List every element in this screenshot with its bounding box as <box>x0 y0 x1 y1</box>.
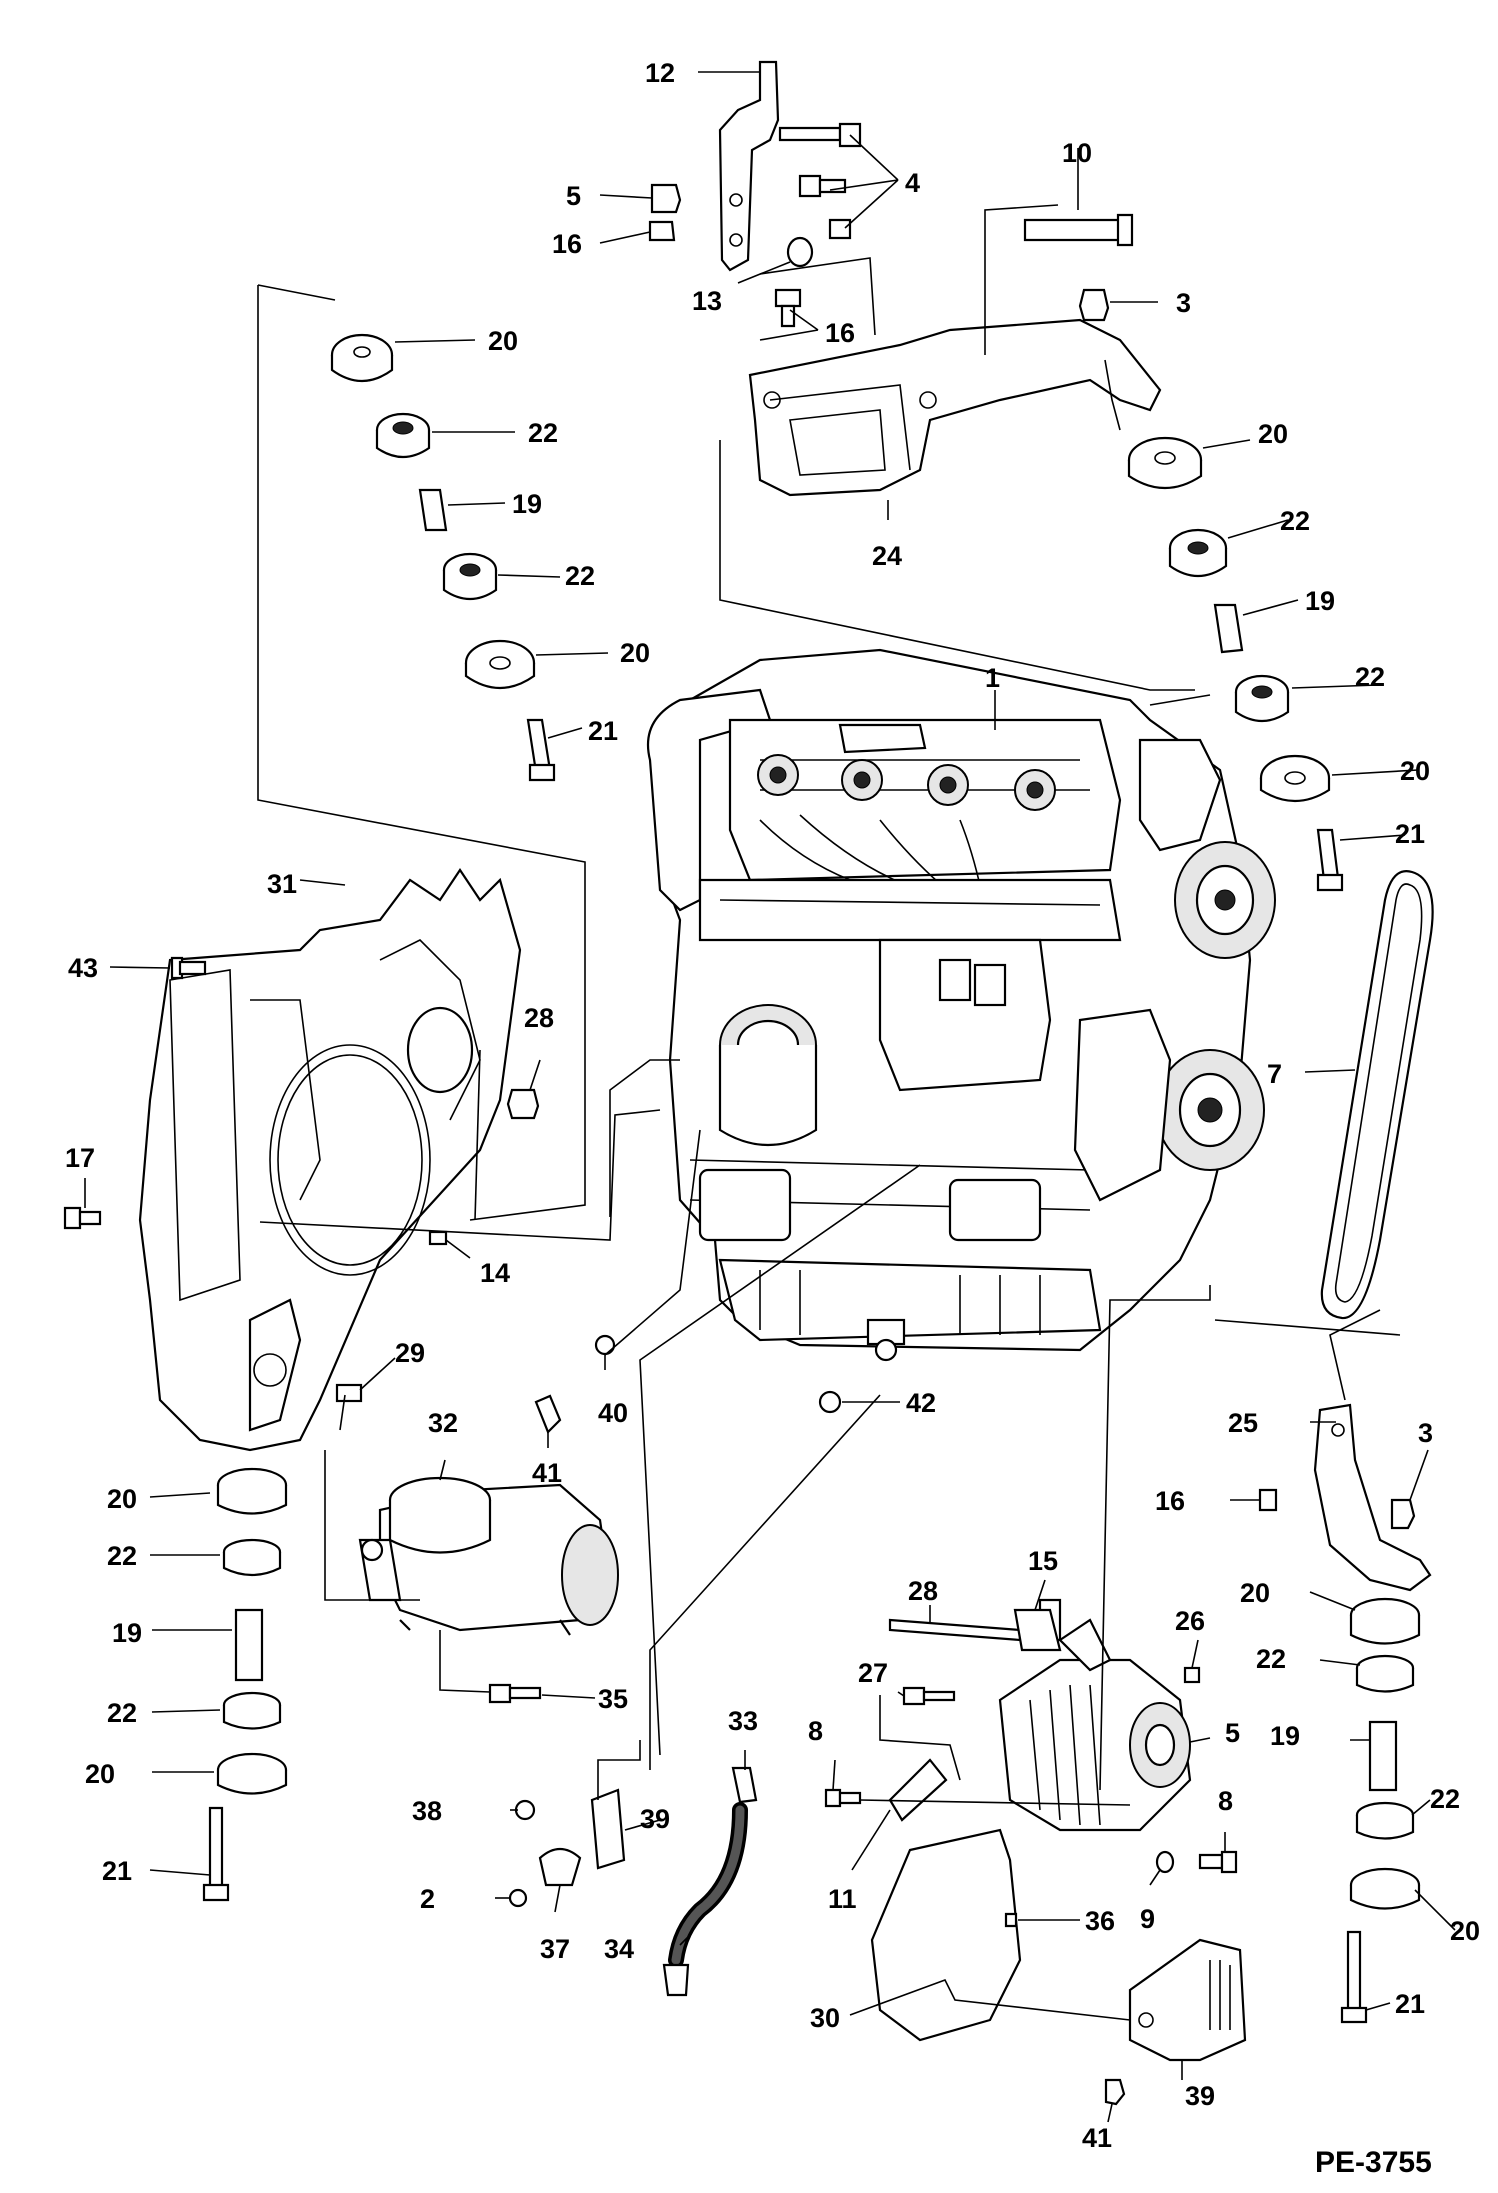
callout: 35 <box>598 1684 628 1714</box>
callout: 21 <box>1395 1989 1425 2019</box>
callout: 13 <box>692 286 722 316</box>
callout: 41 <box>1082 2123 1112 2153</box>
isolator-mount-icon <box>1127 436 1344 892</box>
callout: 20 <box>1240 1578 1270 1608</box>
callout: 20 <box>488 326 518 356</box>
callout: 3 <box>1176 288 1191 318</box>
callout: 3 <box>1418 1418 1433 1448</box>
callout: 20 <box>85 1759 115 1789</box>
callout: 14 <box>480 1258 510 1288</box>
callout: 39 <box>640 1804 670 1834</box>
callout: 43 <box>68 953 98 983</box>
callout: 24 <box>872 541 902 571</box>
callout: 22 <box>1280 506 1310 536</box>
starter-motor-icon <box>358 1476 619 1704</box>
callout: 4 <box>905 168 920 198</box>
callout: 22 <box>1430 1784 1460 1814</box>
callout: 12 <box>645 58 675 88</box>
leader-lines <box>84 71 1456 2123</box>
flywheel-housing-icon <box>63 868 540 1452</box>
callout: 21 <box>588 716 618 746</box>
callout: 9 <box>1140 1904 1155 1934</box>
callout: 20 <box>1258 419 1288 449</box>
callout: 27 <box>858 1658 888 1688</box>
isolator-mount-icon <box>202 1467 288 1902</box>
callout: 17 <box>65 1143 95 1173</box>
callout: 16 <box>1155 1486 1185 1516</box>
callout: 37 <box>540 1934 570 1964</box>
callout: 22 <box>1256 1644 1286 1674</box>
callout: 19 <box>512 489 542 519</box>
engine-block-icon <box>646 648 1276 1362</box>
callout: 16 <box>825 318 855 348</box>
callout: 1 <box>985 663 1000 693</box>
callout: 22 <box>565 561 595 591</box>
callout: 34 <box>604 1934 634 1964</box>
hose-icon <box>508 1334 842 1997</box>
callout: 5 <box>1225 1718 1240 1748</box>
callout: 29 <box>395 1338 425 1368</box>
engine-mount-bracket-icon <box>648 60 1162 497</box>
callout: 20 <box>1450 1916 1480 1946</box>
callout: 31 <box>267 869 297 899</box>
callout-labels: 12 4 5 16 13 10 3 16 24 20 22 19 22 20 2… <box>65 58 1480 2179</box>
callout: 19 <box>1305 586 1335 616</box>
callout: 2 <box>420 1884 435 1914</box>
callout: 22 <box>107 1541 137 1571</box>
callout: 19 <box>1270 1721 1300 1751</box>
callout: 20 <box>620 638 650 668</box>
callout: 15 <box>1028 1546 1058 1576</box>
callout: 40 <box>598 1398 628 1428</box>
callout: 20 <box>107 1484 137 1514</box>
callout: 7 <box>1267 1059 1282 1089</box>
callout: 41 <box>532 1458 562 1488</box>
callout: 39 <box>1185 2081 1215 2111</box>
callout: 25 <box>1228 1408 1258 1438</box>
callout: 21 <box>1395 819 1425 849</box>
callout: 33 <box>728 1706 758 1736</box>
callout: 5 <box>566 181 581 211</box>
figure-reference: PE-3755 <box>1315 2146 1432 2179</box>
callout: 10 <box>1062 138 1092 168</box>
callout: 36 <box>1085 1906 1115 1936</box>
isolator-mount-icon <box>330 333 556 782</box>
fan-belt-icon <box>1320 870 1434 1320</box>
callout: 19 <box>112 1618 142 1648</box>
callout: 22 <box>528 418 558 448</box>
isolator-mount-icon <box>1258 1403 1432 2024</box>
callout: 8 <box>1218 1786 1233 1816</box>
callout: 22 <box>1355 662 1385 692</box>
callout: 21 <box>102 1856 132 1886</box>
alternator-shield-icon <box>870 1828 1247 2106</box>
callout: 28 <box>524 1003 554 1033</box>
callout: 8 <box>808 1716 823 1746</box>
callout: 11 <box>828 1884 857 1914</box>
callout: 42 <box>906 1388 936 1418</box>
callout: 22 <box>107 1698 137 1728</box>
callout: 30 <box>810 2003 840 2033</box>
alternator-icon <box>824 1598 1238 1874</box>
callout: 16 <box>552 229 582 259</box>
callout: 32 <box>428 1408 458 1438</box>
callout: 26 <box>1175 1606 1205 1636</box>
callout: 38 <box>412 1796 442 1826</box>
callout: 20 <box>1400 756 1430 786</box>
callout: 28 <box>908 1576 938 1606</box>
